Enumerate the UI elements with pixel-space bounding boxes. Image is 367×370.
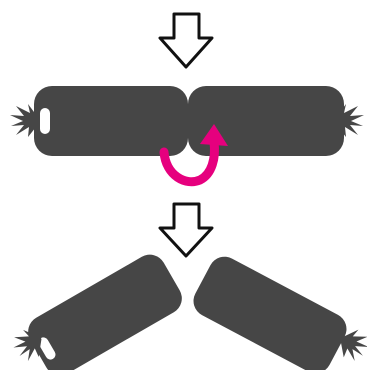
left-piece <box>34 86 188 156</box>
down-arrow-icon <box>160 204 212 256</box>
right-piece <box>188 251 352 370</box>
left-piece <box>22 249 187 370</box>
joined-roll <box>10 86 364 182</box>
down-arrow-icon <box>160 14 212 67</box>
split-roll <box>8 249 367 370</box>
